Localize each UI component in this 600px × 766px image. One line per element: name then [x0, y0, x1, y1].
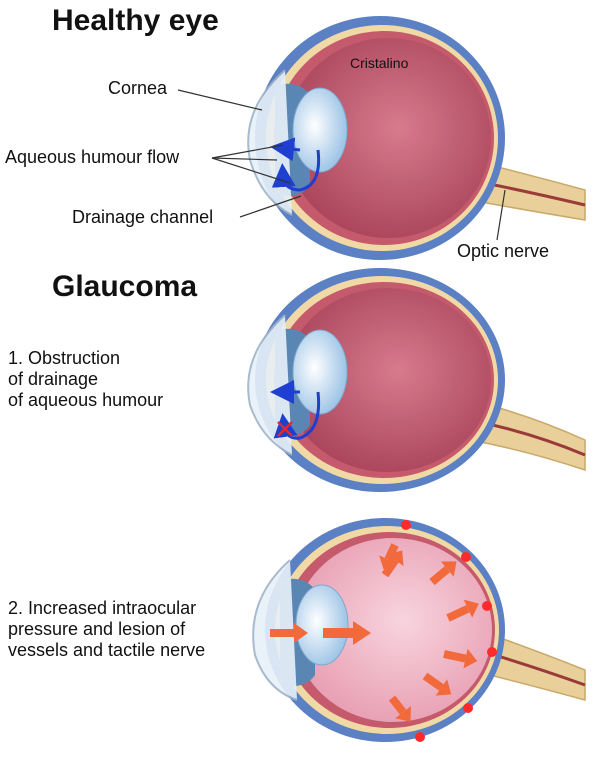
step-obstruction-text: 1. Obstruction of drainage of aqueous hu… [8, 348, 164, 410]
step-pressure-text: 2. Increased intraocular pressure and le… [8, 598, 206, 660]
hotspot [461, 552, 471, 562]
pressure-arrow [270, 623, 308, 643]
hotspot [487, 647, 497, 657]
hotspots [401, 520, 497, 742]
title-healthy-eye: Healthy eye [52, 4, 219, 37]
glaucoma-pressure-eye [252, 518, 586, 742]
glaucoma-obstruction-eye [247, 268, 586, 492]
label-aqueous-flow: Aqueous humour flow [5, 147, 180, 167]
title-glaucoma: Glaucoma [52, 270, 198, 303]
blockage-x-icon [277, 421, 293, 437]
pointer-lines-healthy [177, 89, 506, 241]
hotspot [482, 601, 492, 611]
label-drainage-channel: Drainage channel [72, 207, 214, 227]
pressure-arrow [379, 543, 399, 570]
hotspot [463, 703, 473, 713]
label-optic-nerve: Optic nerve [457, 241, 550, 261]
pressure-arrow [323, 621, 371, 645]
pressure-arrows [270, 543, 479, 722]
hotspot [401, 520, 411, 530]
hotspot [415, 732, 425, 742]
label-cornea: Cornea [108, 78, 168, 98]
healthy-eye-illustration [247, 16, 586, 260]
pressure-arrow [446, 599, 479, 622]
label-cristalino: Cristalino [350, 55, 409, 71]
pressure-arrow [422, 672, 452, 696]
pressure-arrow [429, 561, 457, 586]
pressure-arrow [388, 695, 411, 722]
pressure-arrow [443, 648, 478, 669]
